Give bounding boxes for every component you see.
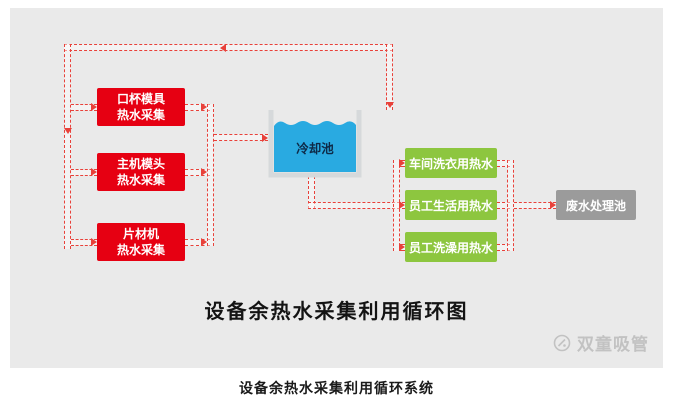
waste-treatment-box: 废水处理池 [556, 190, 636, 220]
use-box-daily-life: 员工生活用热水 [405, 190, 497, 220]
pipe-out-source-1 [185, 104, 210, 111]
pipe-bus-to-pool [214, 134, 268, 141]
flow-arrow-to-bus-2-icon [201, 168, 207, 176]
flow-arrow-into-source-3-icon [91, 238, 97, 246]
flow-arrow-into-waste-icon [550, 201, 556, 209]
pool-label: 冷却池 [296, 142, 334, 156]
pipe-out-use-1 [497, 160, 510, 167]
pipe-feed-source-1 [71, 104, 97, 111]
flow-arrow-left-icon [220, 44, 226, 52]
source-label-line1: 主机模头 [116, 156, 165, 171]
pipe-collection-bus [207, 104, 214, 246]
source-label-line2: 热水采集 [116, 108, 165, 122]
flow-arrow-into-source-1-icon [91, 103, 97, 111]
pipe-feed-source-2 [71, 169, 97, 176]
flow-arrow-into-use-2-icon [399, 201, 405, 209]
source-label-line2: 热水采集 [116, 243, 165, 257]
flow-arrow-into-source-2-icon [91, 168, 97, 176]
use-box-laundry: 车间洗衣用热水 [405, 148, 497, 178]
diagram-panel: 口杯模具 热水采集 主机模头 热水采集 片材机 热水采集 冷却池 车间洗衣用热水… [10, 8, 663, 368]
source-box-die-head: 主机模头 热水采集 [97, 153, 185, 191]
use-label: 员工洗澡用热水 [408, 240, 493, 255]
pipe-pool-outlet [308, 176, 315, 209]
use-box-shower: 员工洗澡用热水 [405, 232, 497, 262]
source-box-sheet-machine: 片材机 热水采集 [97, 223, 185, 261]
pipe-out-use-3 [497, 244, 510, 251]
pipe-left-return [64, 44, 71, 249]
image-caption: 设备余热水采集利用循环系统 [239, 380, 434, 396]
pipe-pool-riser [386, 44, 393, 110]
pipe-to-waste [514, 202, 556, 209]
brand-name: 双童吸管 [577, 335, 649, 354]
source-label-line2: 热水采集 [116, 173, 165, 187]
diagram-title: 设备余热水采集利用循环图 [204, 301, 469, 323]
cooling-pool: 冷却池 [268, 108, 362, 178]
brand-logo-icon [553, 334, 571, 351]
pipe-out-source-2 [185, 169, 210, 176]
source-label-line1: 片材机 [122, 226, 159, 241]
pipe-out-use-2 [497, 202, 510, 209]
pipe-pool-to-uses [308, 202, 405, 209]
flow-arrow-to-bus-1-icon [201, 103, 207, 111]
pipe-feed-source-3 [71, 239, 97, 246]
use-label: 员工生活用热水 [408, 198, 493, 213]
pipe-out-source-3 [185, 239, 210, 246]
flow-arrow-return-to-pool-icon [386, 102, 394, 108]
brand-watermark: 双童吸管 [552, 330, 649, 355]
flow-arrow-into-use-1-icon [399, 159, 405, 167]
cooling-pool-tank-icon [268, 110, 362, 178]
waste-label: 废水处理池 [565, 198, 626, 213]
source-box-cup-mold: 口杯模具 热水采集 [97, 88, 185, 126]
flow-arrow-into-pool-icon [262, 134, 268, 142]
flow-arrow-to-bus-3-icon [201, 238, 207, 246]
pipe-drain-bus [507, 160, 514, 251]
use-label: 车间洗衣用热水 [408, 156, 493, 171]
flow-arrow-into-use-3-icon [399, 243, 405, 251]
flow-arrow-down-icon [64, 128, 72, 134]
source-label-line1: 口杯模具 [116, 91, 165, 106]
pipe-top-return [64, 44, 393, 51]
